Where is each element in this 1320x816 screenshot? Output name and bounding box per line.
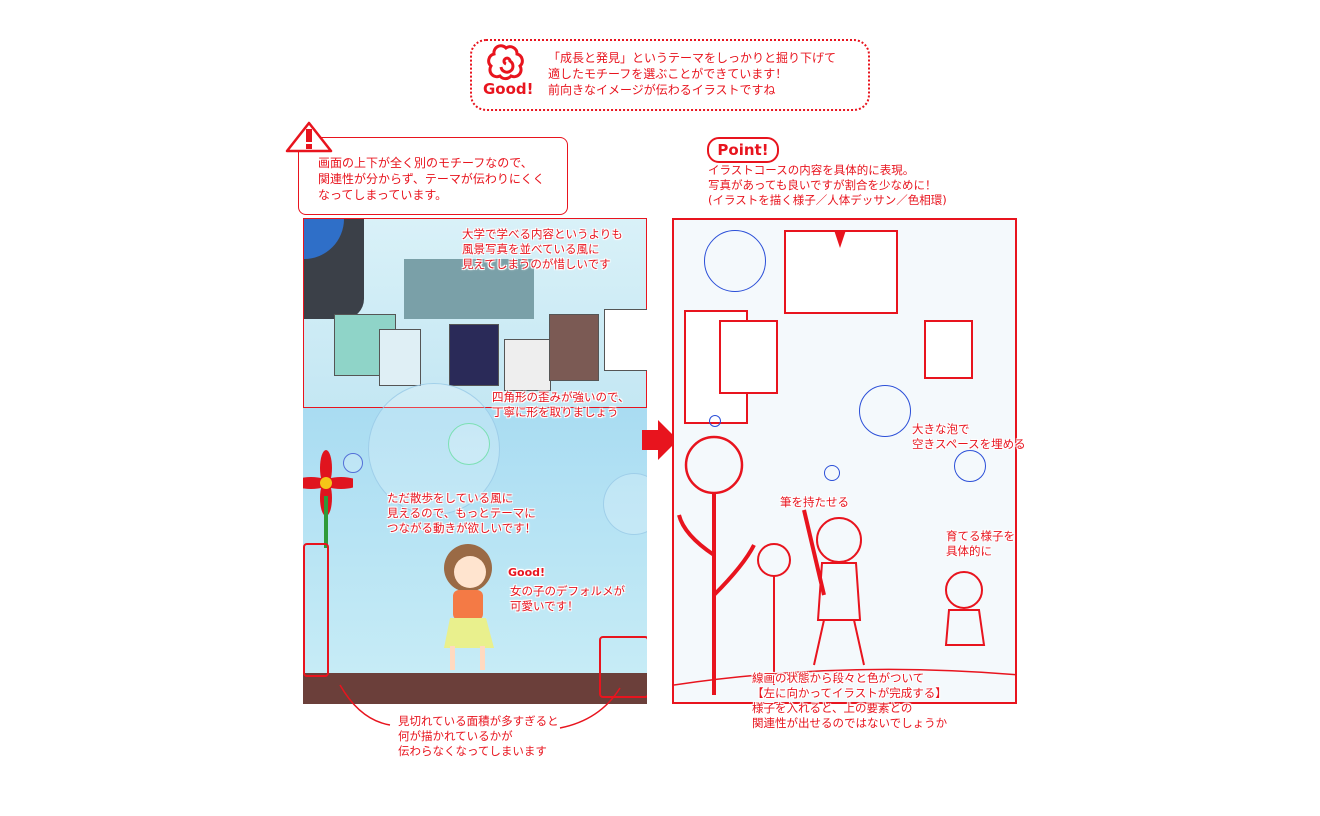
warning-comment-box: [298, 137, 568, 215]
note-girl: 女の子のデフォルメが 可愛いです！: [510, 584, 625, 614]
sketch-bubble: [824, 465, 840, 481]
point-badge: Point!: [707, 137, 779, 163]
text-line: 空きスペースを埋める: [912, 437, 1026, 451]
text-line: つながる動きが欲しいです！: [387, 521, 537, 535]
text-line: イラストコースの内容を具体的に表現。: [708, 163, 915, 177]
bubble: [448, 423, 490, 465]
text-line: 可愛いです！: [510, 599, 579, 613]
ground: [303, 673, 647, 704]
note-cropped: 見切れている面積が多すぎると 何が描かれているかが 伝わらなくなってしまいます: [398, 714, 559, 759]
photo: [449, 324, 499, 386]
note-distortion: 四角形の歪みが強いので、 丁寧に形を取りましょう: [492, 390, 630, 420]
text-line: 育てる様子を: [946, 529, 1015, 543]
text-line: 丁寧に形を取りましょう: [492, 405, 619, 419]
arrow-right-icon: [642, 420, 678, 460]
photo: [379, 329, 421, 386]
exclamation-triangle-icon: [285, 121, 333, 153]
proposal-sketch: [672, 218, 1017, 704]
text-line: 【左に向かってイラストが完成する】: [752, 686, 947, 700]
red-flower-illustration: [303, 450, 353, 548]
sketch-bubble: [859, 385, 911, 437]
text-line: 四角形の歪みが強いので、: [492, 390, 630, 404]
sketch-bubble: [954, 450, 986, 482]
callout-lines: [339, 684, 621, 729]
text-line: (イラストを描く様子／人体デッサン／色相環): [708, 193, 947, 207]
girl-good-badge: Good!: [508, 566, 546, 579]
text-line: 「成長と発見」というテーマをしっかりと掘り下げて: [548, 51, 837, 65]
note-photos: 大学で学べる内容というよりも 風景写真を並べている風に 見えてしまうのが惜しいで…: [462, 227, 623, 272]
cropped-figure-highlight: [599, 636, 647, 698]
photo: [604, 309, 647, 371]
sketch-bubble: [704, 230, 766, 292]
note-progression: 線画の状態から段々と色がついて 【左に向かってイラストが完成する】 様子を入れる…: [752, 671, 947, 731]
bubble: [343, 453, 363, 473]
sketch-figures: [674, 435, 1015, 695]
text-line: 関連性が分からず、テーマが伝わりにくく: [318, 172, 545, 186]
text-line: 線画の状態から段々と色がついて: [752, 671, 925, 685]
sketch-photo-color-wheel: [719, 320, 778, 394]
sketch-photo-figure: [924, 320, 973, 379]
point-comment-text: イラストコースの内容を具体的に表現。 写真があっても良いですが割合を少なめに！ …: [708, 163, 947, 208]
text-line: 適したモチーフを選ぶことができています！: [548, 67, 788, 81]
text-line: 大学で学べる内容というよりも: [462, 227, 623, 241]
text-line: 伝わらなくなってしまいます: [398, 744, 547, 758]
lake-photo: [404, 259, 534, 319]
photo-section: [303, 218, 647, 408]
good-badge: Good!: [483, 80, 534, 98]
text-line: 風景写真を並べている風に: [462, 242, 600, 256]
text-line: なってしまっています。: [318, 188, 448, 202]
good-comment-text: 「成長と発見」というテーマをしっかりと掘り下げて 適したモチーフを選ぶことができ…: [548, 50, 836, 98]
text-line: 筆を持たせる: [780, 495, 849, 509]
text-line: 関連性が出せるのではないでしょうか: [752, 716, 948, 730]
flower-good-icon: [487, 44, 524, 81]
note-bubbles: 大きな泡で 空きスペースを埋める: [912, 422, 1026, 452]
text-line: 画面の上下が全く別のモチーフなので、: [318, 156, 533, 170]
warning-comment-text: 画面の上下が全く別のモチーフなので、 関連性が分からず、テーマが伝わりにくく な…: [318, 155, 545, 203]
note-growing: 育てる様子を 具体的に: [946, 529, 1015, 559]
photo: [549, 314, 599, 381]
note-brush: 筆を持たせる: [780, 495, 849, 510]
text-line: 見えてしまうのが惜しいです: [462, 257, 611, 271]
text-line: 女の子のデフォルメが: [510, 584, 625, 598]
text-line: 写真があっても良いですが割合を少なめに！: [708, 178, 937, 192]
note-walking: ただ散歩をしている風に 見えるので、もっとテーマに つながる動きが欲しいです！: [387, 491, 536, 536]
text-line: ただ散歩をしている風に: [387, 491, 514, 505]
text-line: 何が描かれているかが: [398, 729, 513, 743]
photo: [504, 339, 551, 391]
text-line: 具体的に: [946, 544, 992, 558]
bubble: [603, 473, 647, 535]
sketch-bubble: [709, 415, 721, 427]
cropped-figure-highlight: [303, 543, 329, 677]
girl-illustration: [444, 544, 494, 670]
text-line: 前向きなイメージが伝わるイラストですね: [548, 83, 776, 97]
text-line: 見えるので、もっとテーマに: [387, 506, 536, 520]
text-line: 大きな泡で: [912, 422, 970, 436]
original-illustration: [303, 218, 647, 704]
arrow-down-icon: [834, 230, 846, 248]
good-comment-box: [470, 39, 870, 111]
text-line: 様子を入れると、上の要素との: [752, 701, 913, 715]
text-line: 見切れている面積が多すぎると: [398, 714, 559, 728]
